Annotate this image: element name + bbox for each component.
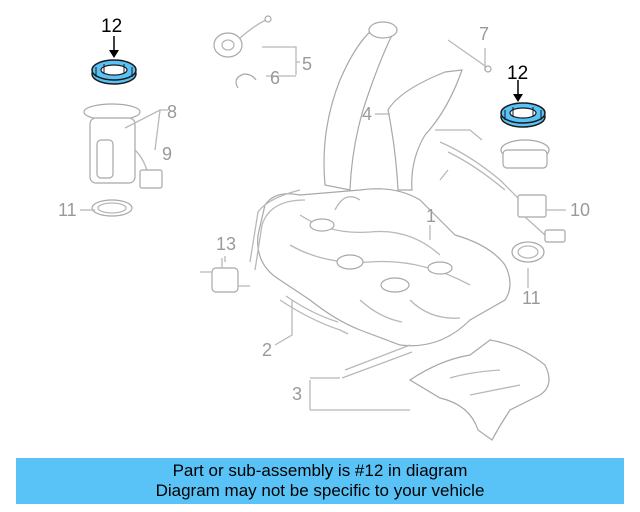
seal-ring-right	[511, 241, 545, 263]
callout-3: 3	[292, 384, 302, 404]
cap-ring	[235, 73, 257, 89]
banner-line-2: Diagram may not be specific to your vehi…	[155, 481, 485, 500]
callout-12-right: 12	[507, 63, 528, 84]
callout-9: 9	[162, 144, 172, 164]
callout-1: 1	[426, 206, 436, 226]
seal-ring-left	[91, 199, 133, 217]
callout-7: 7	[479, 24, 489, 44]
callout-6: 6	[270, 68, 280, 88]
callout-12-left: 12	[101, 16, 122, 37]
callout-8: 8	[167, 102, 177, 122]
fuel-lines	[249, 189, 306, 271]
fuel-filter	[200, 258, 250, 293]
locking-ring-left	[91, 59, 137, 85]
info-banner: Part or sub-assembly is #12 in diagram D…	[16, 458, 624, 504]
vent-line	[447, 39, 492, 73]
fuel-tank	[257, 188, 511, 347]
filler-neck	[323, 21, 463, 211]
callout-2: 2	[262, 340, 272, 360]
filler-cap	[213, 15, 272, 58]
locking-ring-right	[500, 102, 546, 128]
callout-5: 5	[302, 54, 312, 74]
callout-11-right: 11	[522, 288, 541, 308]
fuel-pump-assembly-right	[435, 129, 566, 243]
callout-13: 13	[216, 234, 236, 254]
banner-line-1: Part or sub-assembly is #12 in diagram	[172, 461, 468, 480]
heat-shield	[408, 339, 550, 441]
leader-lines	[80, 36, 566, 411]
callout-4: 4	[362, 104, 372, 124]
parts-diagram: 12 12 1 2 3 4 5 6 7 8 9 10 11 11 13	[58, 15, 590, 441]
callout-10: 10	[570, 200, 590, 220]
fuel-pump-assembly-left	[83, 103, 168, 189]
callout-11-left: 11	[58, 200, 77, 220]
